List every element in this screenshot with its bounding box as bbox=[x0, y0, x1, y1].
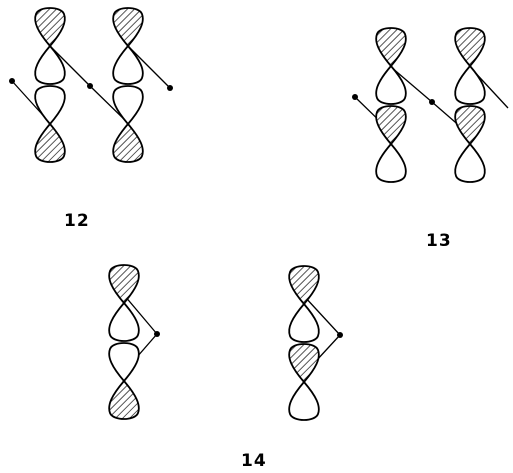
fig14-orbital-stack-right-bottom-lower-lobe bbox=[288, 380, 320, 421]
figure-label-12: 12 bbox=[64, 211, 90, 231]
fig13-orbital-stack-left-top-upper-lobe bbox=[375, 27, 407, 68]
fig14-orbital-stack-left bbox=[108, 264, 140, 420]
fig13-orbital-stack-right-top-upper-lobe bbox=[454, 27, 486, 68]
fig14-orbital-stack-left-top-upper-lobe bbox=[108, 264, 140, 305]
fig13-orbital-stack-left-bottom-upper-lobe bbox=[375, 105, 407, 146]
fig12-orbital-stack-right-bottom-upper-lobe bbox=[112, 85, 144, 126]
fig13-atom-center bbox=[429, 99, 435, 105]
fig13-diagram bbox=[352, 27, 509, 183]
fig12-diagram bbox=[9, 7, 173, 163]
fig14-orbital-stack-left-bottom-lower-lobe bbox=[108, 379, 140, 420]
fig12-orbital-stack-left bbox=[34, 7, 66, 163]
fig14-orbital-stack-left-top-lower-lobe bbox=[108, 301, 140, 342]
fig14-orbital-stack-right-bottom-upper-lobe bbox=[288, 343, 320, 384]
fig12-atom-right bbox=[167, 85, 173, 91]
fig14-orbital-stack-right-top-upper-lobe bbox=[288, 265, 320, 306]
fig14-diagram bbox=[108, 264, 343, 421]
fig13-orbital-stack-left bbox=[375, 27, 407, 183]
fig12-bond-4 bbox=[127, 45, 171, 89]
fig13-orbital-stack-right-bottom-lower-lobe bbox=[454, 142, 486, 183]
fig12-orbital-stack-right-top-upper-lobe bbox=[112, 7, 144, 48]
fig12-atom-left bbox=[9, 78, 15, 84]
fig14-atom-right bbox=[337, 332, 343, 338]
fig12-orbital-stack-right-top-lower-lobe bbox=[112, 44, 144, 85]
fig12-orbital-stack-left-bottom-lower-lobe bbox=[34, 122, 66, 163]
fig14-orbital-stack-left-bottom-upper-lobe bbox=[108, 342, 140, 383]
fig12-orbital-stack-left-top-lower-lobe bbox=[34, 44, 66, 85]
fig13-atom-left bbox=[352, 94, 358, 100]
fig13-bond-2 bbox=[390, 66, 433, 103]
figure-label-13: 13 bbox=[426, 231, 452, 251]
fig12-orbital-stack-right bbox=[112, 7, 144, 163]
fig12-atom-center bbox=[87, 83, 93, 89]
fig12-bond-2 bbox=[49, 45, 91, 87]
fig13-orbital-stack-right bbox=[454, 27, 486, 183]
fig13-orbital-stack-right-bottom-upper-lobe bbox=[454, 105, 486, 146]
fig12-orbital-stack-left-top-upper-lobe bbox=[34, 7, 66, 48]
fig13-orbital-stack-left-top-lower-lobe bbox=[375, 64, 407, 105]
fig14-bond-upper-left bbox=[123, 294, 158, 335]
fig12-orbital-stack-left-bottom-upper-lobe bbox=[34, 85, 66, 126]
fig14-bond-upper-right bbox=[303, 295, 341, 336]
fig13-orbital-stack-right-top-lower-lobe bbox=[454, 64, 486, 105]
fig14-orbital-stack-right bbox=[288, 265, 320, 421]
figure-label-14: 14 bbox=[241, 451, 267, 471]
fig13-orbital-stack-left-bottom-lower-lobe bbox=[375, 142, 407, 183]
fig12-orbital-stack-right-bottom-lower-lobe bbox=[112, 122, 144, 163]
fig14-atom-left bbox=[154, 331, 160, 337]
fig14-orbital-stack-right-top-lower-lobe bbox=[288, 302, 320, 343]
